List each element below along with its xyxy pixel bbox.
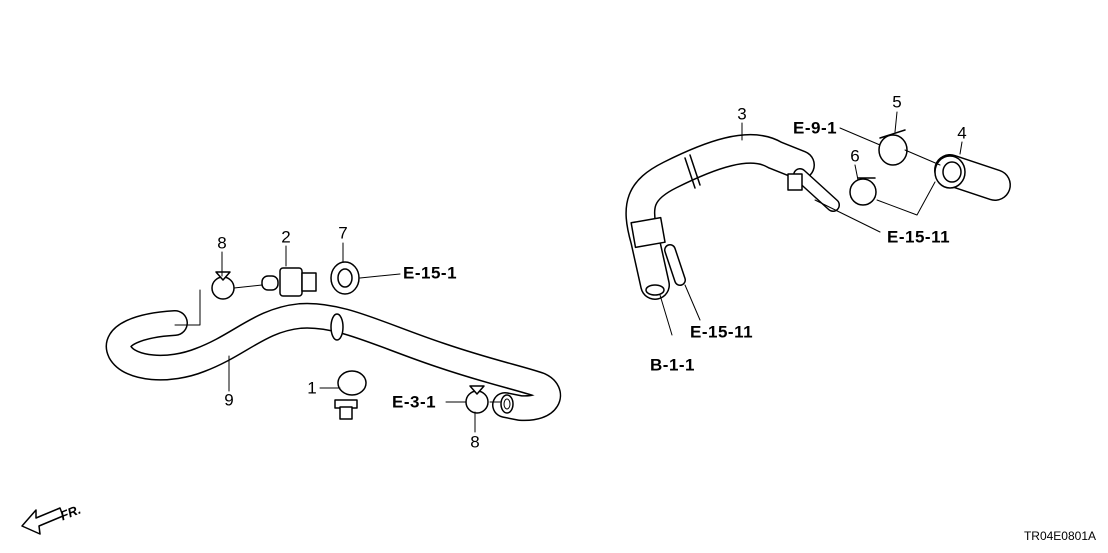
clamp-6 xyxy=(849,177,877,206)
grommet-7 xyxy=(330,261,360,295)
callout-2: 2 xyxy=(281,227,291,247)
leader-lines xyxy=(174,111,963,433)
callout-3: 3 xyxy=(737,104,747,124)
callout-5: 5 xyxy=(892,92,902,112)
ref-e-15-11-lower[interactable]: E-15-11 xyxy=(690,322,754,342)
pcv-valve-2 xyxy=(261,267,317,297)
ref-e-15-1[interactable]: E-15-1 xyxy=(403,263,458,283)
callout-8-lower: 8 xyxy=(470,432,480,452)
callout-9: 9 xyxy=(224,390,234,410)
ref-e-3-1[interactable]: E-3-1 xyxy=(392,392,437,412)
ref-e-9-1[interactable]: E-9-1 xyxy=(793,118,838,138)
hose-clamp-1 xyxy=(334,370,367,420)
callout-8-upper: 8 xyxy=(217,233,227,253)
hose-9 xyxy=(105,302,562,422)
ref-e-15-11-upper[interactable]: E-15-11 xyxy=(887,227,951,247)
callout-7: 7 xyxy=(338,223,348,243)
callout-1: 1 xyxy=(307,378,317,398)
hose-4 xyxy=(934,154,1011,201)
ref-b-1-1[interactable]: B-1-1 xyxy=(650,355,696,375)
clamp-8-upper xyxy=(211,271,235,300)
hose-3 xyxy=(625,133,840,300)
clamp-8-lower xyxy=(465,385,489,414)
diagram-code: TR04E0801A xyxy=(1023,529,1096,543)
callout-6: 6 xyxy=(850,146,860,166)
front-arrow-icon xyxy=(21,507,64,535)
callout-4: 4 xyxy=(957,123,967,143)
clamp-5 xyxy=(878,129,908,166)
